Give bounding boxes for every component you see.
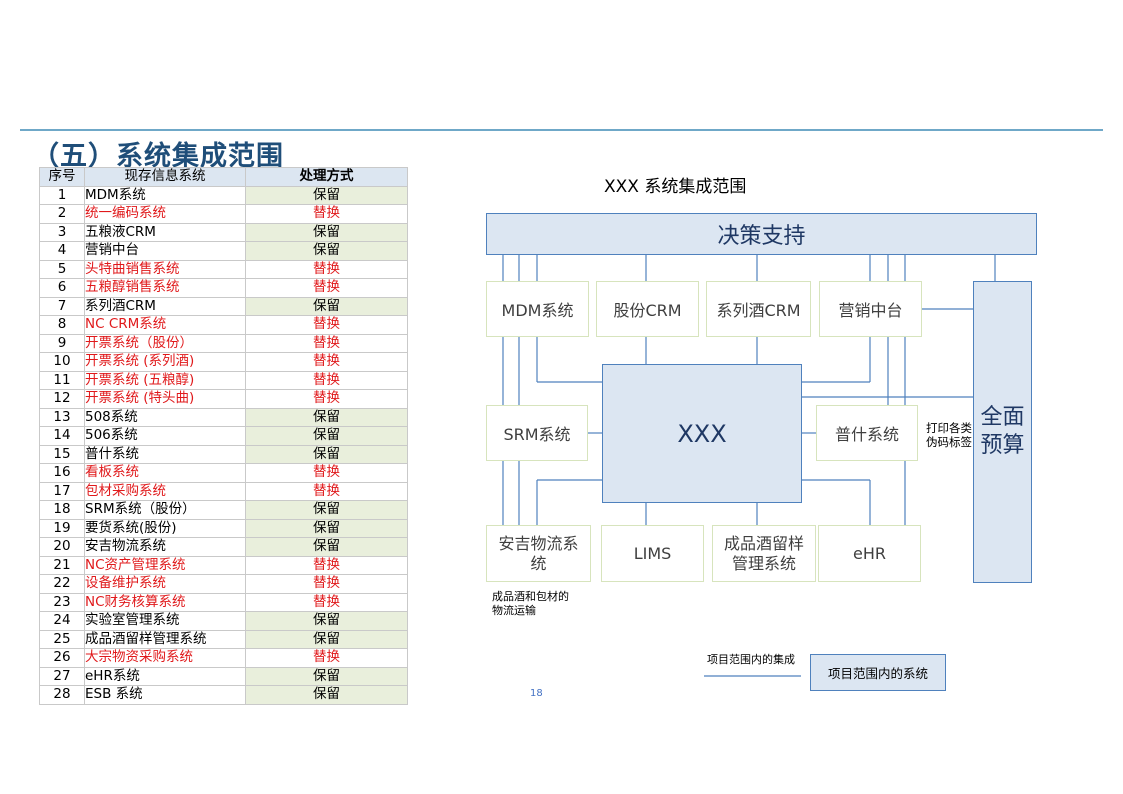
table-header-row: 序号 现存信息系统 处理方式: [39, 167, 408, 187]
row-system-name: 五粮液CRM: [84, 222, 246, 242]
row-system-name: 实验室管理系统: [84, 611, 246, 631]
row-number: 11: [39, 370, 85, 390]
row-system-name: 统一编码系统: [84, 204, 246, 224]
print-note-line-2: 伪码标签: [926, 435, 972, 449]
row-method: 保留: [245, 685, 408, 705]
row-method: 保留: [245, 666, 408, 686]
budget-line-1: 全面: [980, 405, 1025, 430]
print-note: 打印各类 伪码标签: [926, 421, 972, 449]
lims-box: LIMS: [601, 525, 704, 582]
row-method: 保留: [245, 241, 408, 261]
decision-support-box: 决策支持: [486, 213, 1037, 255]
row-method: 保留: [245, 537, 408, 557]
row-method: 保留: [245, 500, 408, 520]
row-method: 替换: [245, 204, 408, 224]
center-system-box: XXX: [602, 364, 802, 503]
pushi-box: 普什系统: [816, 405, 918, 461]
legend-line-label: 项目范围内的集成: [707, 653, 795, 666]
row-method: 替换: [245, 278, 408, 298]
row-number: 3: [39, 222, 85, 242]
row-method: 替换: [245, 333, 408, 353]
header-system: 现存信息系统: [84, 167, 246, 187]
header-method: 处理方式: [245, 167, 408, 187]
page-number: 18: [530, 688, 543, 699]
row-number: 2: [39, 204, 85, 224]
row-number: 12: [39, 389, 85, 409]
marketing-center-box: 营销中台: [819, 281, 922, 337]
legend-system-box: 项目范围内的系统: [810, 654, 946, 691]
row-system-name: MDM系统: [84, 185, 246, 205]
ehr-box: eHR: [818, 525, 921, 582]
budget-line-2: 预算: [980, 433, 1025, 458]
row-method: 保留: [245, 222, 408, 242]
sample-mgmt-box: 成品酒留样管理系统: [712, 525, 816, 582]
print-note-line-1: 打印各类: [926, 421, 972, 435]
logistics-note-line-2: 物流运输: [492, 604, 536, 617]
mdm-box: MDM系统: [486, 281, 589, 337]
logistics-note: 成品酒和包材的 物流运输: [492, 590, 569, 618]
row-method: 保留: [245, 426, 408, 446]
row-method: 保留: [245, 296, 408, 316]
row-system-name: 成品酒留样管理系统: [84, 629, 246, 649]
row-method: 保留: [245, 185, 408, 205]
diagram-title: XXX 系统集成范围: [604, 177, 747, 197]
row-system-name: SRM系统（股份）: [84, 500, 246, 520]
row-system-name: eHR系统: [84, 666, 246, 686]
series-crm-box: 系列酒CRM: [706, 281, 811, 337]
row-system-name: 营销中台: [84, 241, 246, 261]
row-system-name: ESB 系统: [84, 685, 246, 705]
page-title: （五）系统集成范围: [32, 141, 284, 172]
srm-box: SRM系统: [486, 405, 588, 461]
row-method: 替换: [245, 648, 408, 668]
share-crm-box: 股份CRM: [596, 281, 699, 337]
row-system-name: 设备维护系统: [84, 574, 246, 594]
row-method: 保留: [245, 611, 408, 631]
header-rule: [20, 129, 1103, 131]
row-number: 19: [39, 518, 85, 538]
logistics-note-line-1: 成品酒和包材的: [492, 590, 569, 603]
anji-logistics-box: 安吉物流系统: [486, 525, 591, 582]
row-method: 替换: [245, 389, 408, 409]
row-system-name: NC CRM系统: [84, 315, 246, 335]
row-number: 21: [39, 555, 85, 575]
row-system-name: NC财务核算系统: [84, 592, 246, 612]
row-method: 保留: [245, 629, 408, 649]
row-number: 28: [39, 685, 85, 705]
budget-box: 全面 预算: [973, 281, 1032, 583]
